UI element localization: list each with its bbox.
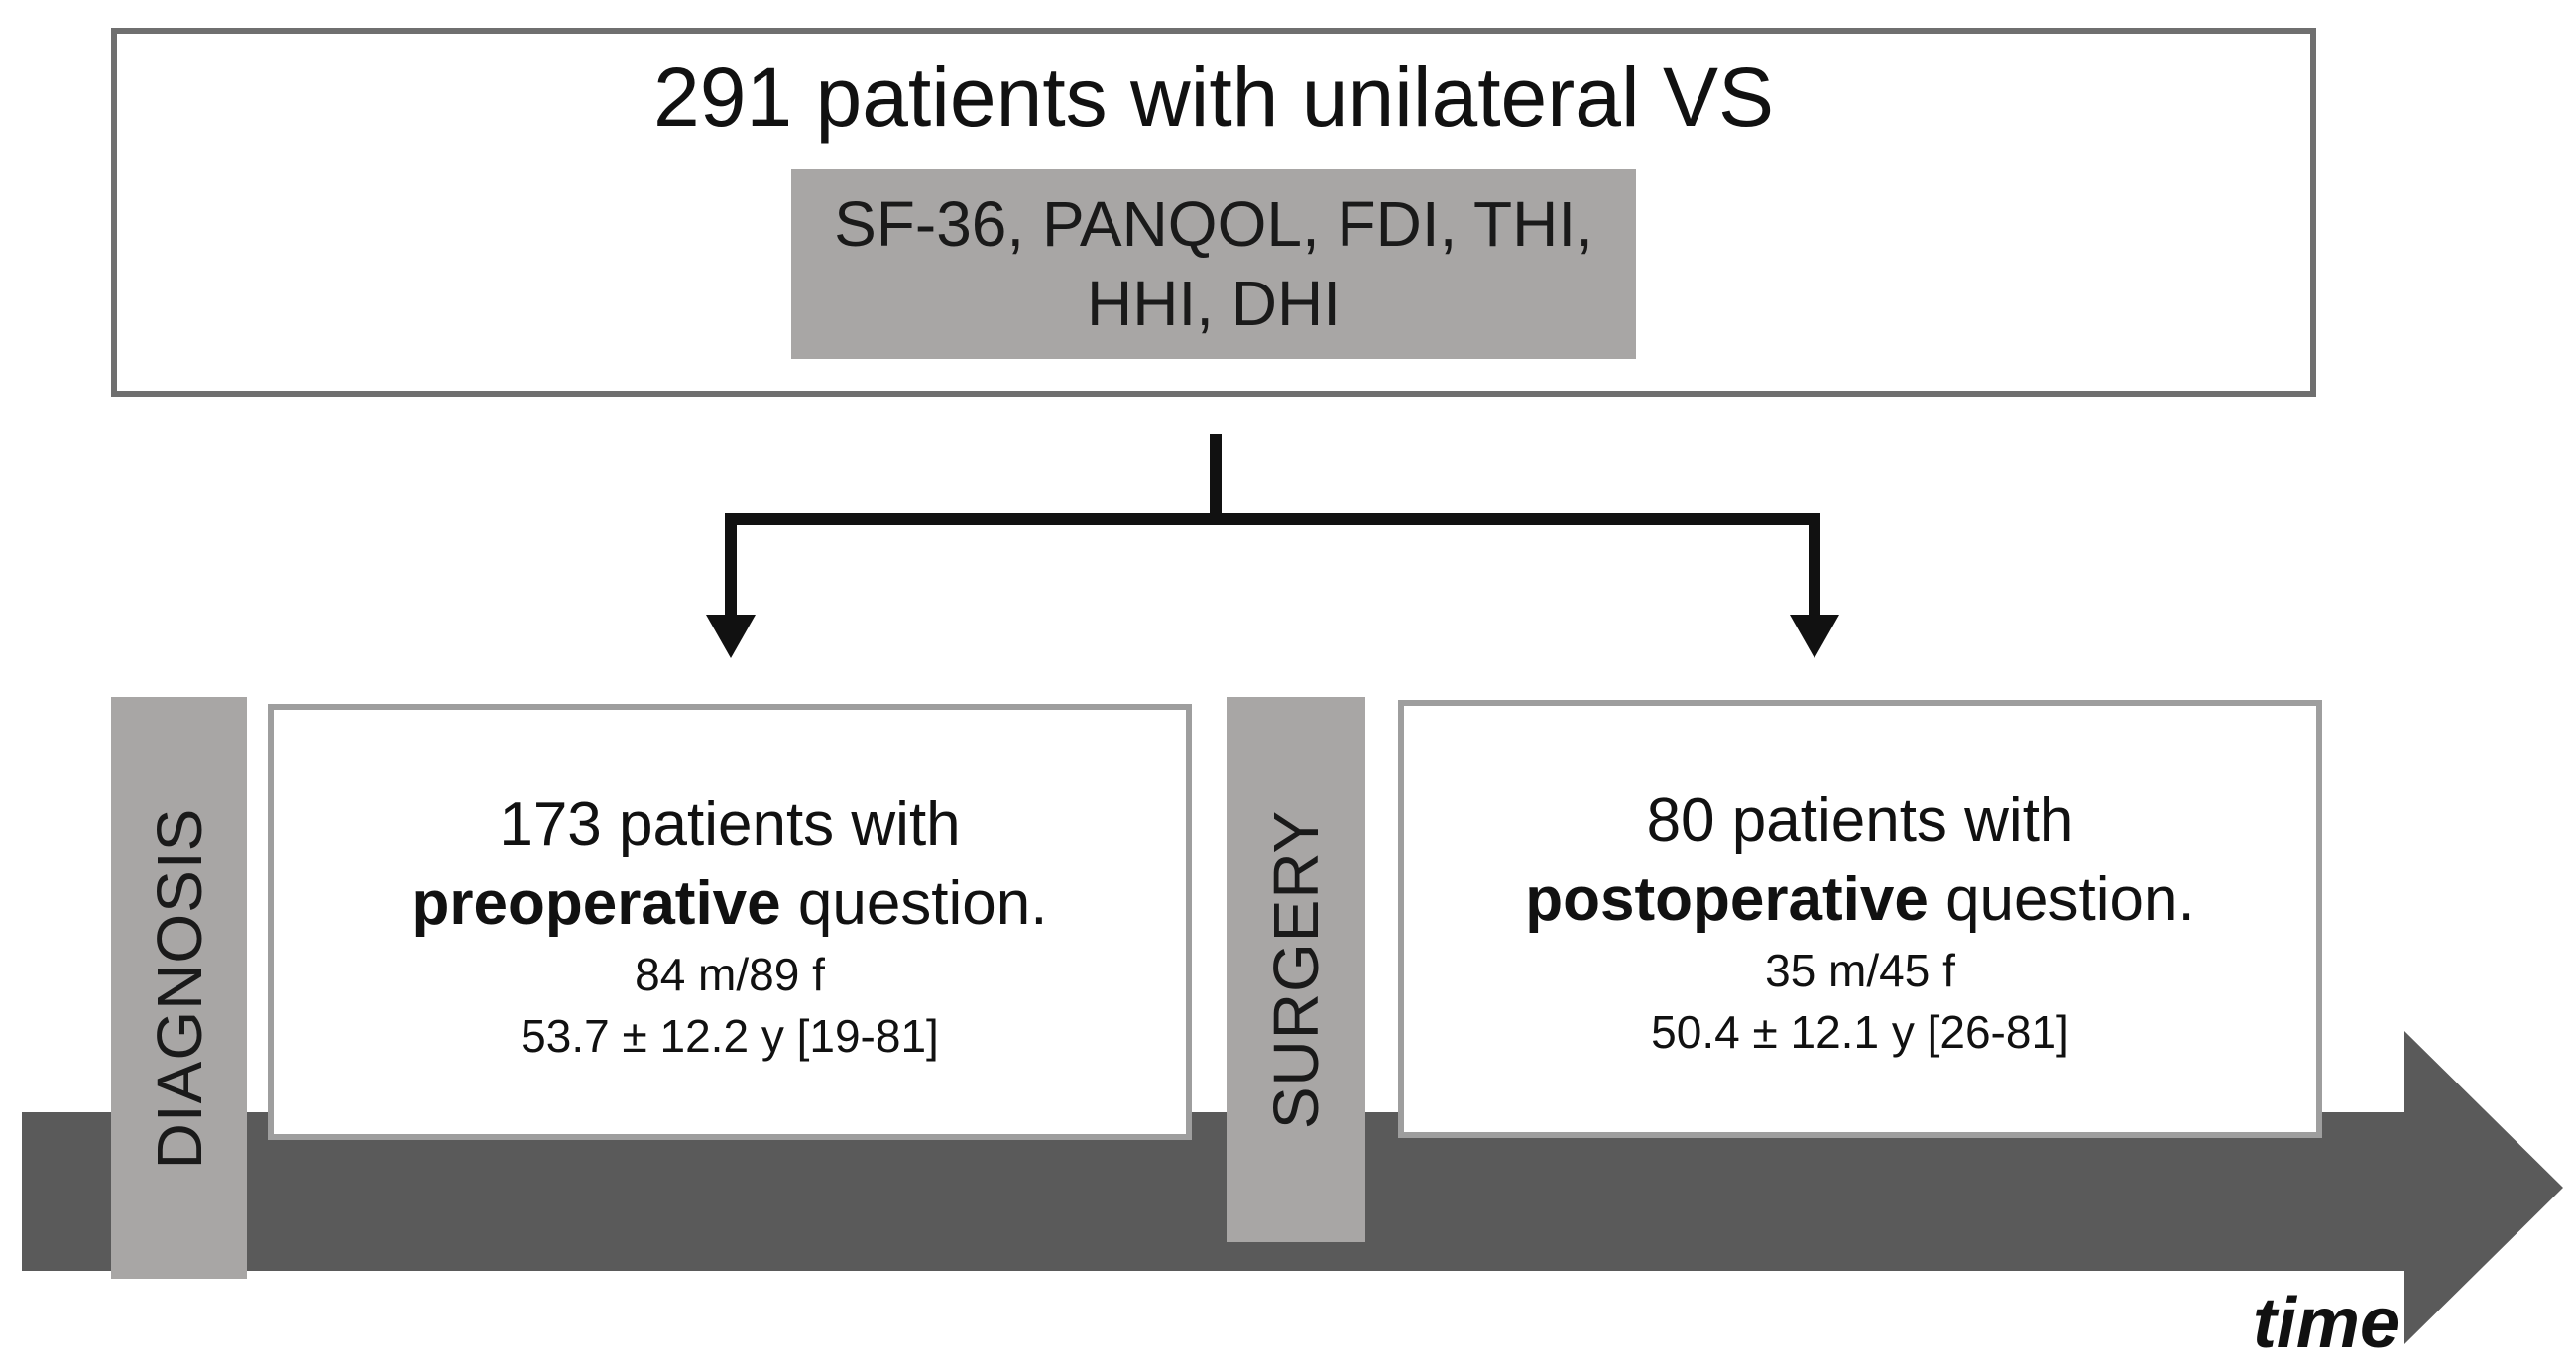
phase-diagnosis-label: DIAGNOSIS xyxy=(143,807,215,1169)
group-pre-age: 53.7 ± 12.2 y [19-81] xyxy=(521,1010,939,1062)
group-pre-suffix: question. xyxy=(780,869,1048,938)
group-pre-type: preoperative question. xyxy=(274,864,1186,944)
group-post-age: 50.4 ± 12.1 y [26-81] xyxy=(1651,1006,2069,1058)
cohort-title: 291 patients with unilateral VS xyxy=(652,51,1775,144)
arrowhead-right-icon xyxy=(1790,615,1839,658)
group-pre-emphasis: preoperative xyxy=(411,869,781,938)
group-post-emphasis: postoperative xyxy=(1525,865,1929,934)
phase-diagnosis: DIAGNOSIS xyxy=(111,697,247,1279)
phase-surgery: SURGERY xyxy=(1227,697,1365,1242)
timeline-label: time xyxy=(2252,1284,2400,1363)
group-postoperative: 80 patients with postoperative question.… xyxy=(1398,700,2322,1138)
group-post-count: 80 patients with xyxy=(1646,786,2074,855)
group-pre-sex: 84 m/89 f xyxy=(635,949,825,1000)
group-post-sex: 35 m/45 f xyxy=(1765,945,1955,996)
phase-surgery-label: SURGERY xyxy=(1260,809,1332,1130)
arrowhead-left-icon xyxy=(706,615,756,658)
questionnaire-list: SF-36, PANQOL, FDI, THI, HHI, DHI xyxy=(791,169,1636,359)
group-preoperative: 173 patients with preoperative question.… xyxy=(268,704,1192,1140)
group-post-type: postoperative question. xyxy=(1404,860,2316,940)
group-pre-count: 173 patients with xyxy=(499,790,961,858)
questionnaire-line-1: SF-36, PANQOL, FDI, THI, xyxy=(834,188,1593,260)
questionnaire-line-2: HHI, DHI xyxy=(1087,268,1341,339)
group-post-suffix: question. xyxy=(1928,865,2195,934)
